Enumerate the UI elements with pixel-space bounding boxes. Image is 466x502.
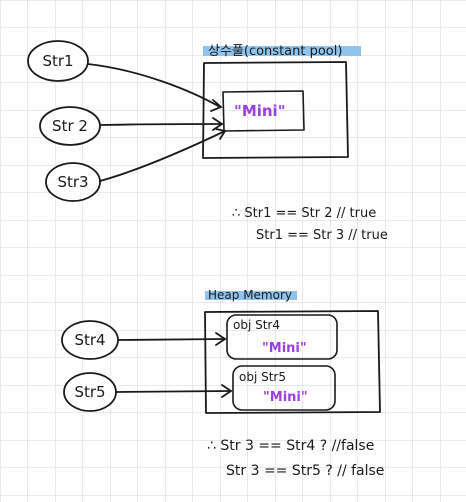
node-str3: Str3 <box>45 162 101 202</box>
arrow-str2-pool <box>99 123 223 126</box>
heap-object-str4: obj Str4 "Mini" <box>226 314 338 360</box>
top-note-line1: ∴ Str1 == Str 2 // true <box>232 206 376 221</box>
arrowhead-str1 <box>210 99 223 112</box>
arrow-str3-pool <box>99 130 226 182</box>
node-str5-label: Str5 <box>74 383 105 401</box>
bottom-note-line2: Str 3 == Str5 ? // false <box>226 463 384 479</box>
heap-object-str4-label: obj Str4 <box>233 318 280 332</box>
node-str1-label: Str1 <box>42 52 73 70</box>
top-note-line2: Str1 == Str 3 // true <box>256 228 388 243</box>
heap-label-highlight <box>205 291 297 300</box>
heap-arrows <box>115 332 233 398</box>
arrow-str5-heap <box>115 390 232 393</box>
pool-label-highlight <box>203 46 361 56</box>
node-str2-label: Str 2 <box>52 117 88 135</box>
heap-label: Heap Memory <box>208 288 292 302</box>
arrowhead-str4 <box>215 332 227 346</box>
node-str4-label: Str4 <box>74 331 105 349</box>
arrow-str4-heap <box>117 338 226 341</box>
node-str3-label: Str3 <box>57 173 88 191</box>
pool-arrows <box>87 63 227 182</box>
node-str5: Str5 <box>63 372 117 412</box>
arrowhead-str5 <box>221 384 233 398</box>
heap-object-str5: obj Str5 "Mini" <box>232 365 336 411</box>
constant-pool-box <box>202 61 349 159</box>
heap-object-str5-value: "Mini" <box>263 390 308 405</box>
arrow-str1-pool <box>87 63 221 108</box>
node-str2: Str 2 <box>39 106 101 146</box>
heap-object-str5-label: obj Str5 <box>239 370 286 384</box>
arrowhead-str3 <box>215 128 227 140</box>
bottom-note-line1: ∴ Str 3 == Str4 ? //false <box>207 438 374 454</box>
heap-memory-box <box>204 310 381 414</box>
node-str1: Str1 <box>27 40 89 82</box>
pool-string-object <box>222 90 305 132</box>
node-str4: Str4 <box>61 320 119 360</box>
pool-string-value: "Mini" <box>234 102 286 120</box>
pool-label: 상수풀(constant pool) <box>208 44 342 59</box>
heap-object-str4-value: "Mini" <box>262 341 307 356</box>
arrowhead-str2 <box>212 117 224 131</box>
